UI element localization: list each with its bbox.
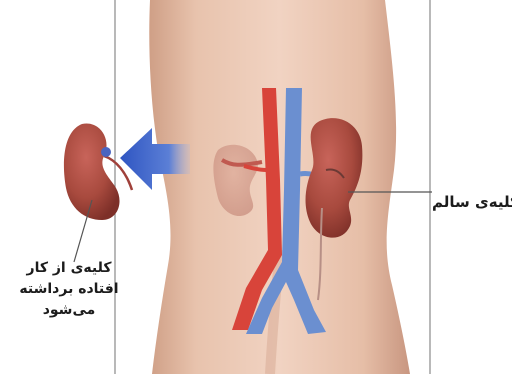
- removed-kidney-label-line-2: افتاده برداشته: [14, 279, 124, 300]
- removed-kidney-label-line-3: می‌شود: [14, 300, 124, 321]
- removed-kidney-vein-stub: [101, 147, 111, 157]
- healthy-kidney-label: کلیه‌ی سالم: [432, 193, 512, 211]
- removed-kidney-label: کلیه‌ی از کار افتاده برداشته می‌شود: [14, 258, 124, 321]
- removed-kidney-label-line-1: کلیه‌ی از کار: [14, 258, 124, 279]
- removed-kidney: [64, 123, 120, 220]
